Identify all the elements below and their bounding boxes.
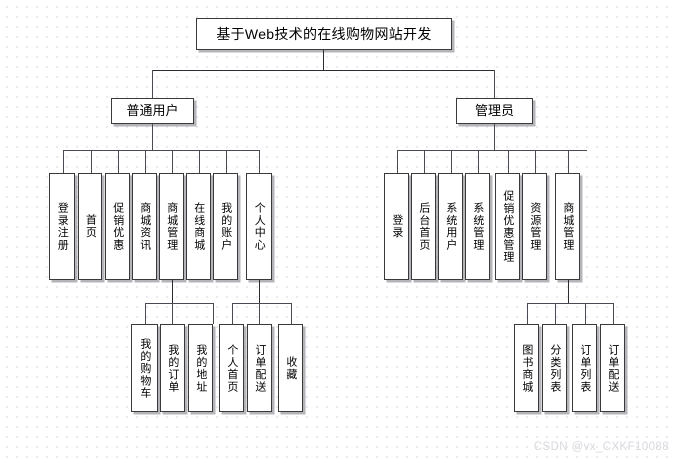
connector-user-mall-bus xyxy=(145,303,214,305)
connector-drop-user xyxy=(152,70,154,98)
node-label: 登录 xyxy=(390,214,403,239)
connector-admin-mall-drop-2 xyxy=(555,303,557,324)
node-user-module-4[interactable]: 商城资讯 xyxy=(132,173,157,280)
node-label: 促销优惠 xyxy=(111,202,124,251)
node-user-module-5[interactable]: 商城管理 xyxy=(159,173,184,280)
node-root-label: 基于Web技术的在线购物网站开发 xyxy=(216,25,432,42)
watermark: CSDN @vx_CXKF10088 xyxy=(533,441,669,453)
connector-user-drop-2 xyxy=(91,150,93,173)
node-user-mall-child-2[interactable]: 我的订单 xyxy=(160,324,185,412)
node-label: 订单配送 xyxy=(606,343,619,393)
node-label: 订单列表 xyxy=(578,343,591,393)
node-label: 资源管理 xyxy=(528,202,541,251)
node-label: 商城管理 xyxy=(165,202,178,251)
node-actor-admin[interactable]: 管理员 xyxy=(456,98,533,124)
connector-user-center-drop-1 xyxy=(232,303,234,324)
connector-root-bus xyxy=(152,70,495,72)
connector-user-center-drop-2 xyxy=(259,303,261,324)
node-admin-module-3[interactable]: 系统用户 xyxy=(438,173,463,280)
node-user-module-3[interactable]: 促销优惠 xyxy=(105,173,130,280)
node-label: 系统管理 xyxy=(471,202,484,251)
node-label: 订单配送 xyxy=(253,343,266,393)
node-admin-mall-child-2[interactable]: 分类列表 xyxy=(542,324,567,412)
node-label: 个人首页 xyxy=(225,343,238,393)
node-label: 图书商城 xyxy=(520,343,533,393)
connector-user-center-bus xyxy=(232,303,292,305)
connector-root-stem xyxy=(323,50,325,71)
connector-admin-drop-3 xyxy=(451,150,453,173)
connector-user-bus xyxy=(63,150,260,152)
connector-user-center-drop-3 xyxy=(291,303,293,324)
connector-user-drop-7 xyxy=(226,150,228,173)
connector-user-mall-stem xyxy=(172,280,174,304)
node-admin-mall-child-4[interactable]: 订单配送 xyxy=(600,324,625,412)
node-admin-mall-child-3[interactable]: 订单列表 xyxy=(572,324,597,412)
node-admin-module-6[interactable]: 资源管理 xyxy=(522,173,547,280)
node-admin-module-5[interactable]: 促销优惠管理 xyxy=(495,173,520,280)
node-label: 后台首页 xyxy=(417,202,430,251)
connector-admin-drop-4 xyxy=(478,150,480,173)
node-label: 我的购物车 xyxy=(138,337,151,399)
connector-user-mall-drop-3 xyxy=(213,303,215,324)
node-label: 个人中心 xyxy=(253,202,266,251)
connector-admin-bus xyxy=(397,150,587,152)
node-actor-admin-label: 管理员 xyxy=(474,103,514,119)
connector-admin-mall-drop-3 xyxy=(585,303,587,324)
node-label: 登录注册 xyxy=(56,202,69,251)
node-label: 商城管理 xyxy=(561,202,574,251)
connector-user-drop-5 xyxy=(172,150,174,173)
node-actor-user-label: 普通用户 xyxy=(126,103,179,119)
connector-admin-drop-7 xyxy=(568,150,570,173)
node-label: 我的账户 xyxy=(219,202,232,251)
node-label: 我的地址 xyxy=(194,343,207,393)
connector-admin-mall-drop-1 xyxy=(527,303,529,324)
node-user-center-child-2[interactable]: 订单配送 xyxy=(247,324,272,412)
node-admin-module-4[interactable]: 系统管理 xyxy=(465,173,490,280)
connector-admin-mall-stem xyxy=(568,280,570,304)
connector-user-drop-6 xyxy=(199,150,201,173)
node-user-module-6[interactable]: 在线商城 xyxy=(186,173,211,280)
node-label: 分类列表 xyxy=(548,343,561,393)
connector-user-drop-1 xyxy=(63,150,65,173)
connector-user-center-stem xyxy=(259,280,261,304)
connector-admin-mall-bus xyxy=(527,303,614,305)
connector-admin-drop-5 xyxy=(508,150,510,173)
connector-admin-stem xyxy=(494,124,496,151)
node-label: 我的订单 xyxy=(166,343,179,393)
node-user-mall-child-1[interactable]: 我的购物车 xyxy=(131,324,158,412)
connector-user-stem xyxy=(152,124,154,151)
connector-admin-drop-6 xyxy=(535,150,537,173)
connector-admin-drop-1 xyxy=(397,150,399,173)
node-user-module-1[interactable]: 登录注册 xyxy=(49,173,75,280)
connector-drop-admin xyxy=(494,70,496,98)
node-admin-module-7[interactable]: 商城管理 xyxy=(555,173,580,280)
node-root[interactable]: 基于Web技术的在线购物网站开发 xyxy=(196,18,452,50)
node-label: 在线商城 xyxy=(192,202,205,251)
node-user-center-child-1[interactable]: 个人首页 xyxy=(219,324,244,412)
node-user-mall-child-3[interactable]: 我的地址 xyxy=(188,324,213,412)
connector-user-drop-3 xyxy=(118,150,120,173)
node-admin-mall-child-1[interactable]: 图书商城 xyxy=(514,324,539,412)
node-user-module-2[interactable]: 首页 xyxy=(78,173,102,280)
node-label: 促销优惠管理 xyxy=(501,189,514,264)
node-label: 系统用户 xyxy=(444,202,457,251)
node-label: 首页 xyxy=(84,214,97,239)
node-admin-module-2[interactable]: 后台首页 xyxy=(411,173,436,280)
node-user-module-7[interactable]: 我的账户 xyxy=(213,173,238,280)
node-user-module-8[interactable]: 个人中心 xyxy=(246,173,272,280)
node-user-center-child-3[interactable]: 收藏 xyxy=(278,324,303,412)
node-label: 收藏 xyxy=(284,355,297,381)
node-label: 商城资讯 xyxy=(138,202,151,251)
node-admin-module-1[interactable]: 登录 xyxy=(384,173,409,280)
connector-user-drop-8 xyxy=(259,150,261,173)
connector-user-drop-4 xyxy=(145,150,147,173)
node-actor-user[interactable]: 普通用户 xyxy=(111,98,194,124)
connector-admin-drop-2 xyxy=(424,150,426,173)
connector-user-mall-drop-2 xyxy=(172,303,174,324)
connector-admin-mall-drop-4 xyxy=(613,303,615,324)
connector-user-mall-drop-1 xyxy=(145,303,147,324)
